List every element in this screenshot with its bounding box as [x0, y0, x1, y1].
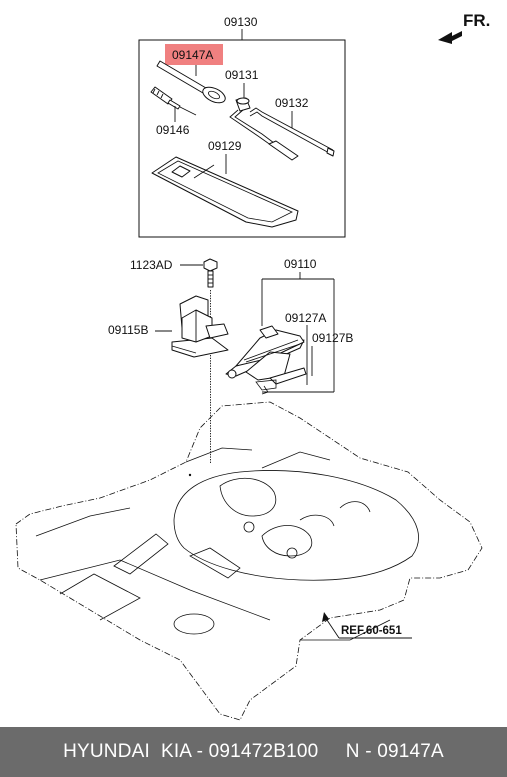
front-label: FR. — [463, 11, 490, 30]
jack-group: 09110 09127A 09127B — [225, 257, 353, 395]
label-handle: 09147A — [172, 48, 213, 62]
footer-text: HYUNDAI KIA - 091472B100 N - 09147A — [63, 741, 444, 762]
scissor-jack-part — [225, 325, 307, 395]
holder-group: 09115B — [108, 295, 229, 358]
holder-part — [171, 295, 229, 358]
parts-diagram: FR. 09130 09147A 09146 09131 — [15, 11, 490, 721]
floor-pan — [15, 401, 483, 721]
label-jack-part-a: 09127A — [285, 311, 326, 325]
label-pouch: 09129 — [208, 139, 242, 153]
hook-part — [229, 97, 279, 149]
handle-bar-part — [156, 60, 226, 104]
screwdriver-part — [150, 86, 197, 116]
tool-kit-group: 09130 09147A 09146 09131 — [138, 15, 346, 238]
label-screwdriver: 09146 — [156, 123, 190, 137]
reference-label: REF.60-651 — [341, 625, 402, 637]
reference-callout: REF.60-651 — [322, 612, 412, 639]
bolt-group: 1123AD — [130, 258, 218, 463]
tool-kit-box — [138, 39, 346, 238]
pouch-part — [151, 156, 299, 228]
label-hook: 09131 — [225, 68, 259, 82]
front-arrow-icon — [438, 31, 462, 44]
part-number-footer: HYUNDAI KIA - 091472B100 N - 09147A — [0, 727, 507, 777]
front-direction-indicator: FR. — [438, 11, 490, 44]
label-holder: 09115B — [108, 323, 148, 337]
label-kit: 09130 — [224, 15, 258, 29]
label-jack-part-b: 09127B — [312, 331, 353, 345]
rod-part — [249, 107, 335, 161]
label-rod: 09132 — [275, 96, 309, 110]
label-bolt: 1123AD — [130, 258, 173, 272]
label-jack: 09110 — [284, 257, 317, 271]
floor-mark — [188, 473, 192, 477]
highlight-box — [165, 44, 223, 65]
bolt-part — [203, 258, 218, 288]
